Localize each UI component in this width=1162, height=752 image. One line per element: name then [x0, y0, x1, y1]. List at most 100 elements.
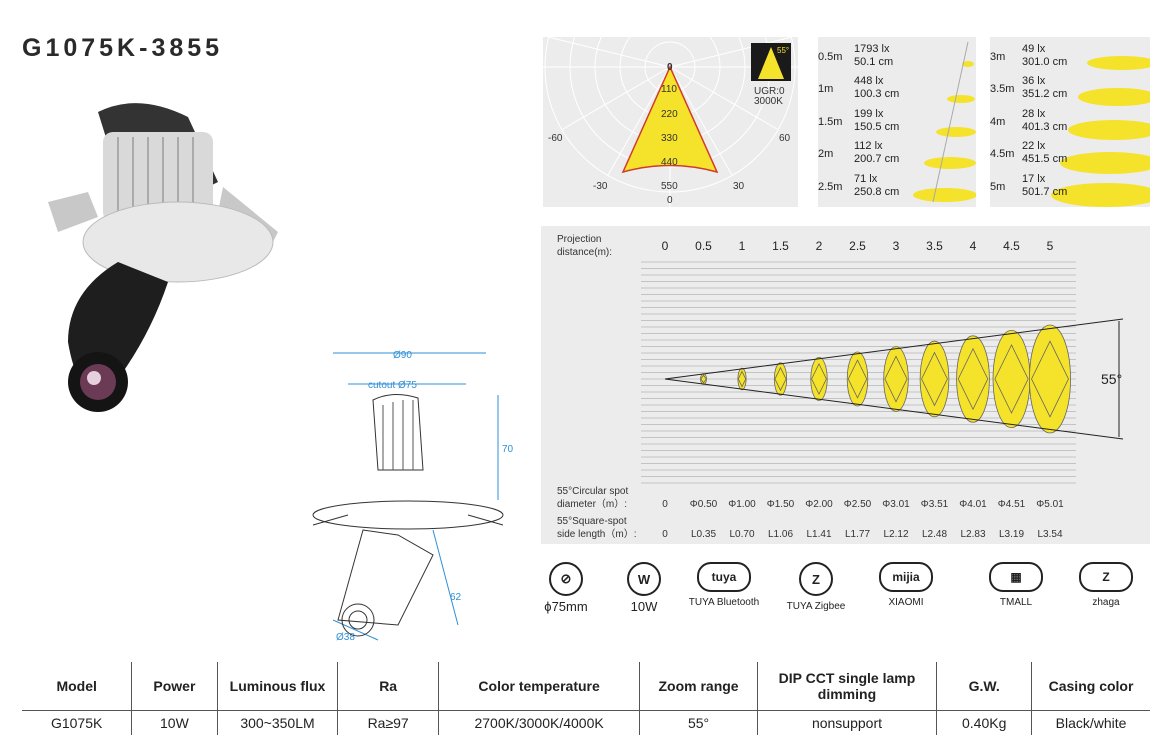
- distance-label: 3: [893, 239, 900, 253]
- cutout-icon: ⊘: [549, 562, 583, 596]
- square-side-value: L0.70: [729, 529, 754, 540]
- ring-110: 110: [661, 84, 677, 95]
- square-spot-label-2: side length（m）:: [557, 528, 636, 540]
- tmall-icon: ▦: [989, 562, 1043, 592]
- watt-icon: W: [627, 562, 661, 596]
- spec-value: 300~350LM: [216, 710, 338, 735]
- spec-header: Ra: [337, 662, 439, 711]
- circular-diameter-value: Φ5.01: [1036, 499, 1064, 510]
- square-side-value: L1.06: [768, 529, 793, 540]
- dim-length-62: 62: [450, 592, 462, 603]
- distance-label: 4: [970, 239, 977, 253]
- cct-label: 3000K: [754, 96, 783, 107]
- dim-diameter-38: Ø38: [336, 632, 355, 643]
- xiaomi-mijia-icon: mijia: [879, 562, 933, 592]
- angle-right-60: 60: [779, 133, 791, 144]
- distance-label: 3.5: [926, 239, 943, 253]
- circular-diameter-value: Φ2.00: [805, 499, 833, 510]
- ring-330: 330: [661, 133, 678, 144]
- spot-square: [700, 374, 707, 384]
- spot-square: [1031, 340, 1069, 418]
- icon-caption: ϕ75mm: [544, 599, 588, 614]
- square-side-value: L0.35: [691, 529, 716, 540]
- product-photo: [48, 103, 278, 412]
- spot-square: [811, 362, 827, 396]
- spec-value: Ra≥97: [337, 710, 439, 735]
- circular-diameter-value: 0: [662, 499, 668, 510]
- beam-angle-label: 55°: [1101, 371, 1122, 387]
- spec-header: G.W.: [936, 662, 1032, 711]
- icon-caption: zhaga: [1092, 597, 1120, 608]
- icon-caption: 10W: [630, 599, 658, 614]
- icon-caption: TMALL: [999, 597, 1033, 608]
- spot-square: [737, 370, 747, 388]
- circular-spot-label-2: diameter（m）:: [557, 498, 627, 510]
- circular-diameter-value: Φ1.00: [728, 499, 756, 510]
- distance-label: 1: [739, 239, 746, 253]
- spec-header: DIP CCT single lamp dimming: [756, 662, 937, 711]
- bottom-zero: 0: [667, 195, 673, 206]
- square-side-value: L3.54: [1037, 529, 1062, 540]
- spec-value: 2700K/3000K/4000K: [437, 710, 640, 735]
- ring-220: 220: [661, 109, 678, 120]
- spec-value: 0.40Kg: [936, 710, 1032, 735]
- spot-square: [994, 344, 1029, 414]
- square-side-value: L1.77: [845, 529, 870, 540]
- tuya-bluetooth-icon: tuya: [697, 562, 751, 592]
- dim-height-70: 70: [502, 444, 514, 455]
- spot-circle: [919, 340, 950, 418]
- angle-left-60: -60: [548, 133, 563, 144]
- projection-label-2: distance(m):: [557, 247, 612, 258]
- tuya-zigbee-icon: Z: [799, 562, 833, 596]
- polar-distribution-chart: 0 110 220 330 440 550 0 -60 60 -30 30 55…: [543, 0, 798, 207]
- square-side-value: L3.19: [999, 529, 1024, 540]
- square-side-value: 0: [662, 529, 668, 540]
- ring-440: 440: [661, 157, 678, 168]
- square-side-value: L1.41: [806, 529, 831, 540]
- circular-diameter-value: Φ0.50: [690, 499, 718, 510]
- distance-label: 2: [816, 239, 823, 253]
- spot-square: [884, 355, 908, 403]
- distance-label: 0: [662, 239, 669, 253]
- spot-circle: [810, 356, 828, 401]
- ugr-label: UGR:0: [754, 86, 785, 97]
- distance-label: 5: [1047, 239, 1054, 253]
- spec-header: Casing color: [1031, 662, 1150, 711]
- spec-value: G1075K: [50, 715, 103, 731]
- icon-caption: XIAOMI: [888, 597, 924, 608]
- spot-square: [957, 347, 989, 411]
- spot-circle: [773, 362, 788, 396]
- spot-circle: [1029, 324, 1071, 434]
- icon-caption: TUYA Bluetooth: [688, 597, 760, 608]
- tmall-feature: ▦ TMALL: [971, 562, 1061, 608]
- circular-diameter-value: Φ3.51: [921, 499, 949, 510]
- spec-header: Zoom range: [639, 662, 758, 711]
- spot-square: [847, 359, 868, 399]
- spec-header: Color temperature: [437, 662, 640, 711]
- spot-circle: [846, 351, 869, 407]
- beam-angle-badge: 55°: [777, 46, 789, 55]
- spot-circle: [956, 335, 990, 423]
- spec-header: Model: [22, 662, 132, 711]
- product-title: G1075K-3855: [22, 34, 224, 62]
- spec-header: Luminous flux: [216, 662, 338, 711]
- dim-diameter-90: Ø90: [393, 350, 412, 361]
- spec-value: 55°: [639, 710, 758, 735]
- distance-label: 4.5: [1003, 239, 1020, 253]
- zhaga-icon: Z: [1079, 562, 1133, 592]
- circular-diameter-value: Φ3.01: [882, 499, 910, 510]
- spot-square: [774, 366, 787, 392]
- dimension-drawing: Ø90 cutout Ø75 70 62 Ø38: [312, 350, 514, 643]
- ring-550: 550: [661, 181, 678, 192]
- distance-label: 1.5: [772, 239, 789, 253]
- ring-0: 0: [667, 62, 673, 73]
- distance-label: 2.5: [849, 239, 866, 253]
- circular-diameter-value: Φ1.50: [767, 499, 795, 510]
